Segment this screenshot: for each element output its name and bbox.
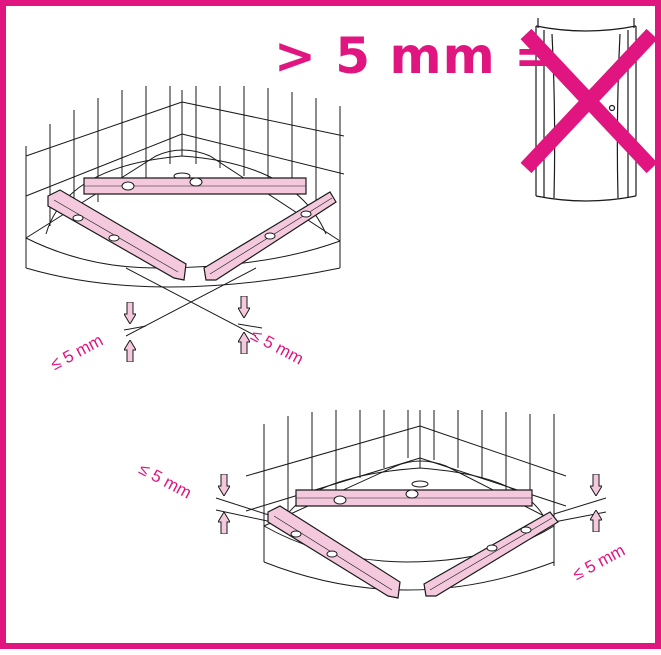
arrow-down-icon <box>238 296 250 318</box>
leveling-illustration <box>25 18 658 599</box>
arrow-up-icon <box>218 512 230 534</box>
bottom-measurement-lines <box>215 497 607 523</box>
bottom-level-right <box>423 511 559 597</box>
top-level-left <box>47 189 187 281</box>
bottom-wall-tiles <box>245 410 567 566</box>
top-measurement-lines <box>123 267 263 337</box>
top-level-right <box>203 191 337 281</box>
bottom-scene <box>215 410 607 591</box>
arrow-up-icon <box>124 340 136 362</box>
arrow-down-icon <box>590 474 602 496</box>
arrow-down-icon <box>218 474 230 496</box>
top-level-back <box>83 177 307 195</box>
bottom-level-left <box>267 505 401 599</box>
top-wall-tiles <box>25 86 345 241</box>
tolerance-warning-headline: > 5 mm = <box>274 27 557 85</box>
cross-mark-icon <box>520 28 658 174</box>
bottom-level-back <box>295 489 533 507</box>
arrow-down-icon <box>124 302 136 324</box>
